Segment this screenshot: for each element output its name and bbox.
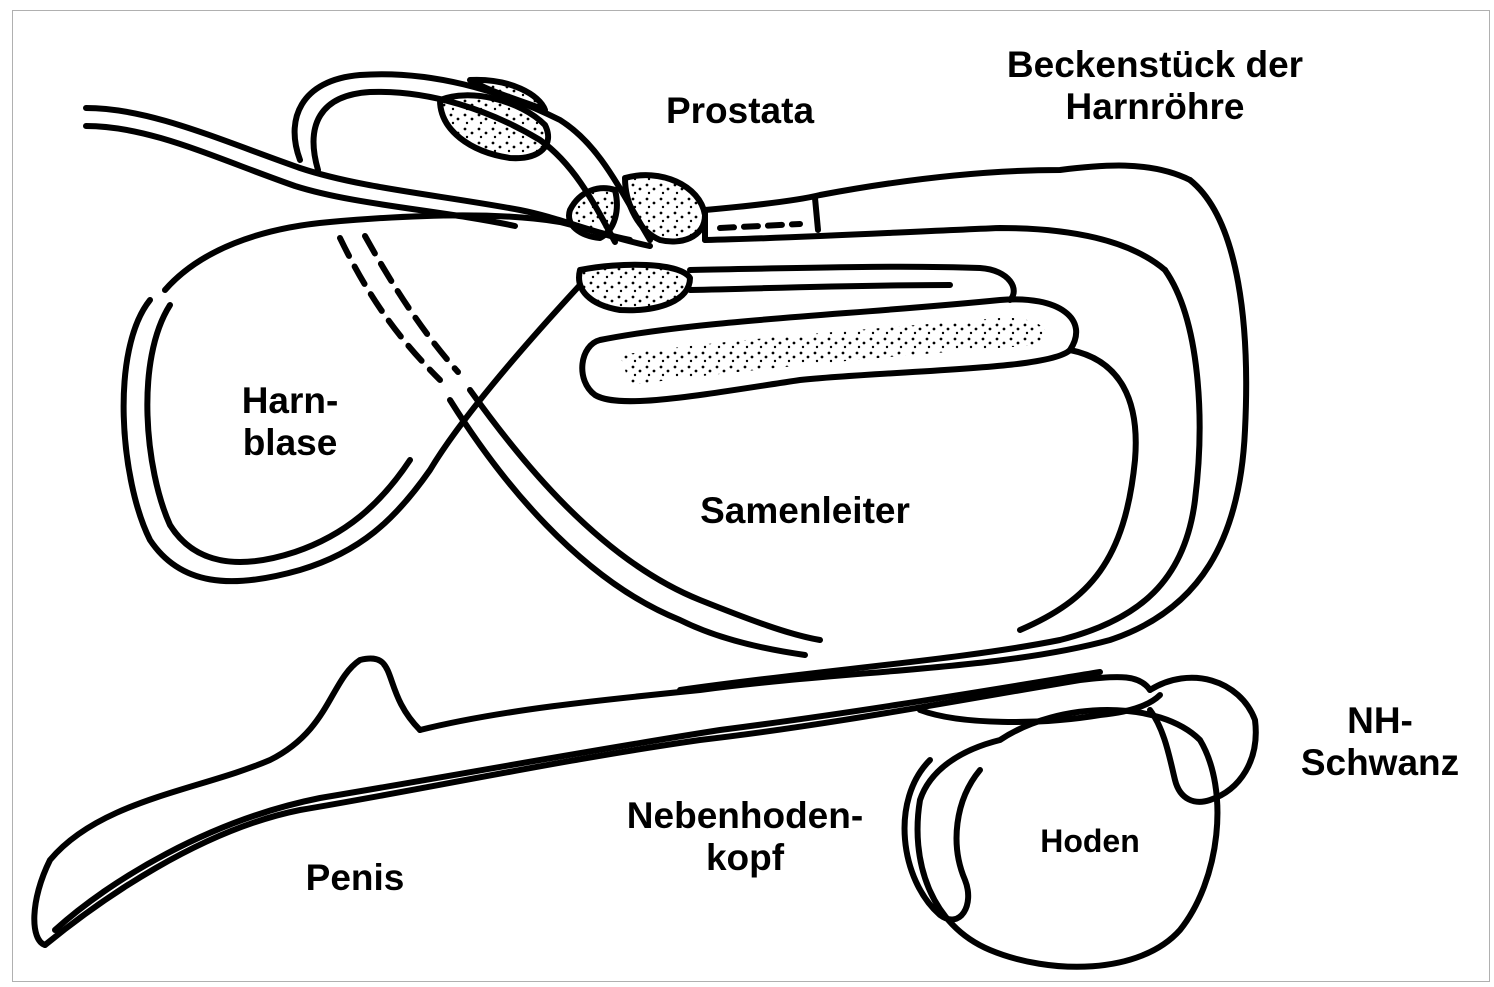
urethra-dash bbox=[720, 224, 800, 228]
label-nebenhodenkopf-line1: Nebenhoden- bbox=[595, 795, 895, 837]
label-nebenhodenkopf: Nebenhoden- kopf bbox=[595, 795, 895, 879]
outer-loop bbox=[420, 180, 1246, 730]
label-penis-text: Penis bbox=[270, 857, 440, 899]
gland-small bbox=[569, 188, 617, 238]
label-harnblase-line2: blase bbox=[205, 422, 375, 464]
pelvic-urethra-top bbox=[705, 166, 1190, 210]
label-hoden: Hoden bbox=[1010, 820, 1170, 862]
label-hoden-text: Hoden bbox=[1010, 820, 1170, 862]
ureter-dashed bbox=[340, 238, 440, 380]
label-samenleiter-text: Samenleiter bbox=[665, 490, 945, 532]
label-nh-schwanz: NH- Schwanz bbox=[1280, 700, 1480, 784]
label-penis: Penis bbox=[270, 857, 440, 899]
urethra-divider-2 bbox=[815, 198, 818, 230]
label-beckenstueck-line1: Beckenstück der bbox=[965, 44, 1345, 86]
vesicle-duct-2 bbox=[690, 285, 950, 290]
prostate bbox=[625, 175, 705, 241]
label-samenleiter: Samenleiter bbox=[665, 490, 945, 532]
pelvic-urethra-bottom bbox=[705, 228, 1165, 270]
vas-deferens-right bbox=[1020, 350, 1136, 630]
label-prostata: Prostata bbox=[640, 90, 840, 132]
ureter-inner bbox=[86, 126, 515, 226]
prostate-lower bbox=[579, 265, 690, 310]
label-harnblase-line1: Harn- bbox=[205, 380, 375, 422]
label-beckenstueck-line2: Harnröhre bbox=[965, 86, 1345, 128]
label-beckenstueck: Beckenstück der Harnröhre bbox=[965, 44, 1345, 128]
label-nh-schwanz-line1: NH- bbox=[1280, 700, 1480, 742]
label-nebenhodenkopf-line2: kopf bbox=[595, 837, 895, 879]
label-nh-schwanz-line2: Schwanz bbox=[1280, 742, 1480, 784]
penis-urethra bbox=[55, 672, 1100, 930]
label-harnblase: Harn- blase bbox=[205, 380, 375, 464]
label-prostata-text: Prostata bbox=[640, 90, 840, 132]
